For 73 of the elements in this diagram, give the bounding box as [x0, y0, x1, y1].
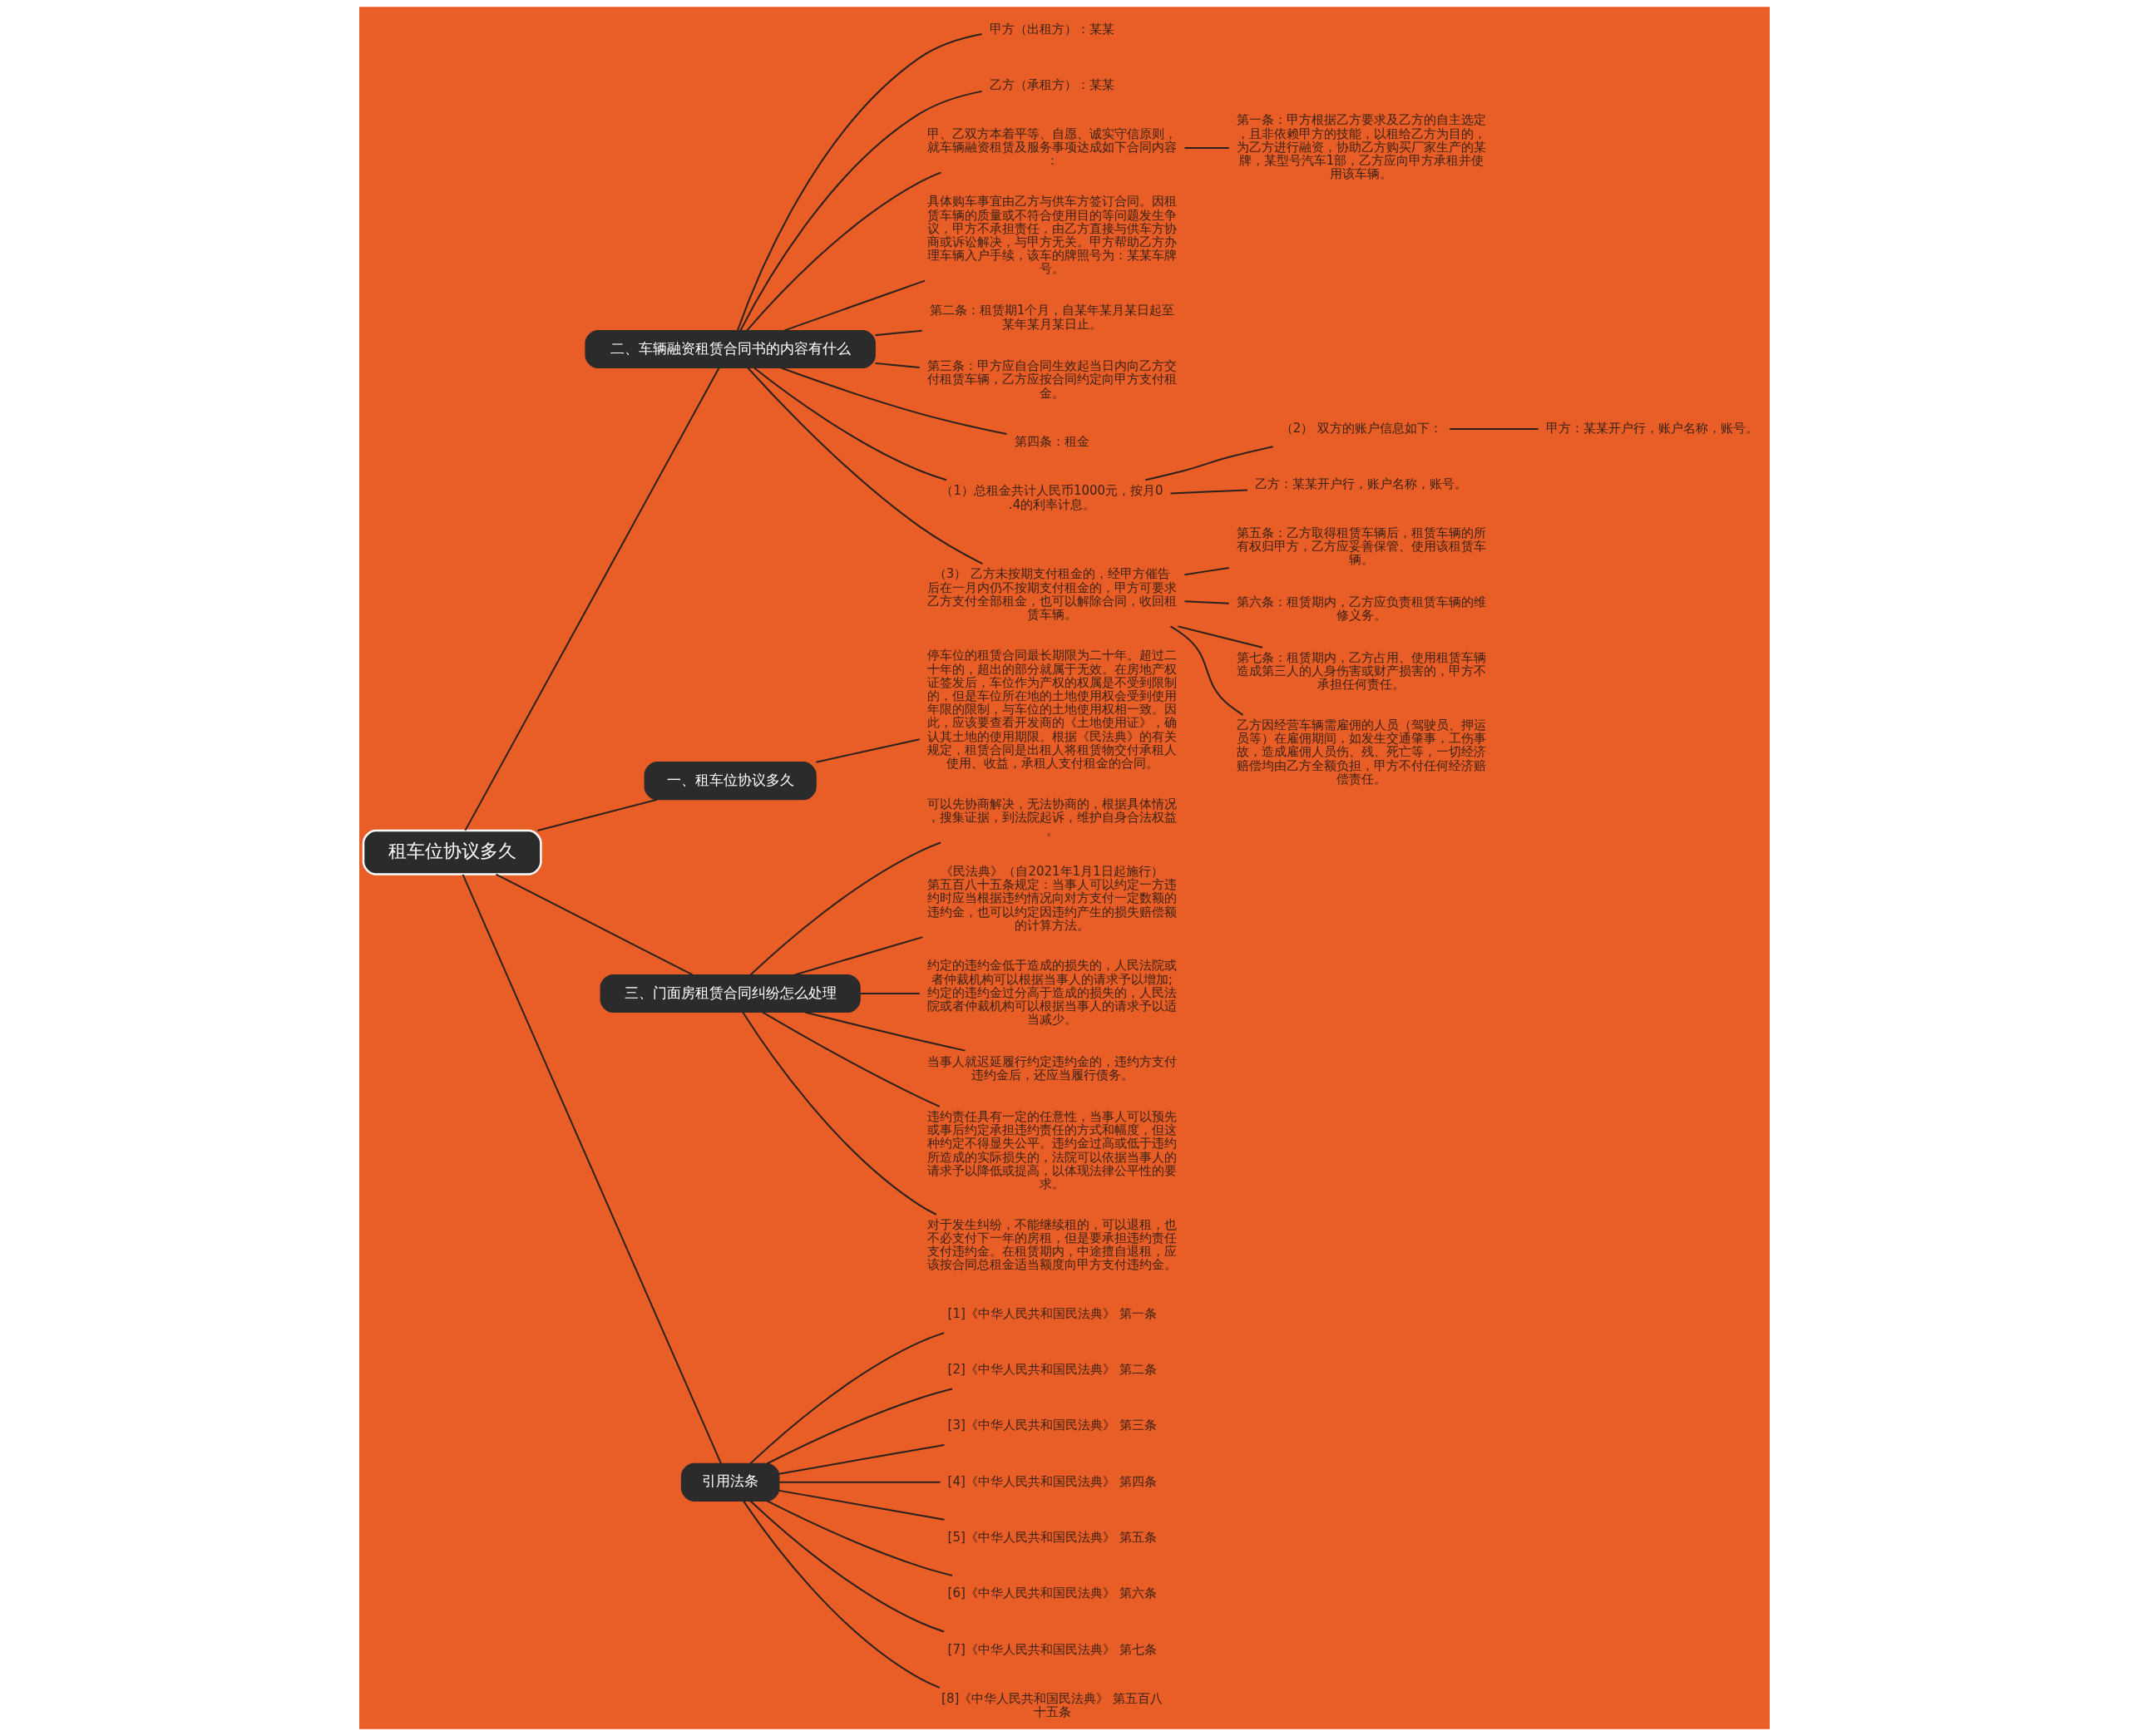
connector — [749, 841, 941, 976]
node-box: 租车位协议多久 — [362, 829, 542, 875]
node-text: 第四条：租金 — [1015, 434, 1090, 450]
connector — [815, 738, 921, 763]
node-text: [2]《中华人民共和国民法典》 第二条 — [947, 1361, 1157, 1377]
connector — [783, 279, 926, 332]
connector — [743, 1500, 941, 1689]
connector — [495, 873, 694, 976]
node-text: 违约责任具有一定的任意性，当事人可以预先或事后约定承担违约责任的方式和幅度，但这种约定不得显失公平。违约金过高或低于违约所造成的实际损失的，法院可以依据当事人的请求予以降低或提高，以体现法律公平性的要求。 — [927, 1109, 1178, 1192]
node-text: 可以先协商解决，无法协商的，根据具体情况，搜集证据，到法院起诉，维护自身合法权益。 — [927, 796, 1178, 839]
connector — [778, 1489, 946, 1521]
connector — [859, 993, 921, 994]
node-text: 具体购车事宜由乙方与供车方签订合同。因租赁车辆的质量或不符合使用目的等问题发生争议，甲方不承担责任，由乙方直接与供车方协商或诉讼解决，与甲方无关。甲方帮助乙方办理车辆入户手续，该车的牌照号为：某某车牌号。 — [927, 194, 1178, 277]
connector — [747, 367, 984, 565]
node-text: 第三条：甲方应自合同生效起当日内向乙方交付租赁车辆，乙方应按合同约定向甲方支付租金。 — [927, 358, 1178, 401]
connector — [780, 367, 1008, 436]
connector — [749, 1332, 946, 1465]
connector — [749, 1500, 946, 1633]
connector — [1183, 146, 1230, 149]
node-text: （3） 乙方未按期支付租金的，经甲方催告后在一月内仍不按期支付租金的，甲方可要求乙方支付全部租金，也可以解除合同，收回租赁车辆。 — [927, 566, 1178, 622]
connector — [1177, 625, 1263, 649]
node-text: 当事人就迟延履行约定违约金的，违约方支付违约金后，还应当履行债务。 — [927, 1053, 1178, 1083]
node-text: 第五条：乙方取得租赁车辆后，租赁车辆的所有权归甲方，乙方应妥善保管、使用该租赁车辆。 — [1236, 525, 1486, 568]
connector — [746, 171, 942, 332]
connector — [1183, 566, 1230, 576]
node-text: 停车位的租赁合同最长期限为二十年。超过二十年的，超出的部分就属于无效。在房地产权证签发后，车位作为产权的权属是不受到限制的，但是车位所在地的土地使用权会受到使用年限的限制，与车位的土地使用权相一致。因此，应该要查看开发商的《土地使用证》，确认其土地的使用期限。根据《民法典》的有关规定，租赁合同是出租人将租赁物交付承租人使用、收益，承租人支付租金的合同。 — [927, 648, 1178, 772]
node-text: 第一条：甲方根据乙方要求及乙方的自主选定，且非依赖甲方的技能，以租给乙方为目的，为乙方进行融资，协助乙方购买厂家生产的某牌，某型号汽车1部，乙方应向甲方承租并使用该车辆。 — [1236, 112, 1486, 182]
connector — [1449, 428, 1539, 431]
connector — [462, 873, 723, 1465]
node-text: [6]《中华人民共和国民法典》 第六条 — [947, 1586, 1157, 1601]
connector — [737, 33, 983, 332]
node-text: 乙方：某某开户行，账户名称，账号。 — [1255, 476, 1468, 492]
connector — [1144, 446, 1274, 481]
node-text: （1）总租金共计人民币1000元，按月0.4的利率计息。 — [941, 483, 1163, 512]
connector — [778, 1481, 941, 1483]
node-text: 乙方因经营车辆需雇佣的人员（驾驶员、押运员等）在雇佣期间，如发生交通肇事，工伤事故，造成雇佣人员伤、残、死亡等，一切经济赔偿均由乙方全额负担，甲方不付任何经济赔偿责任。 — [1236, 717, 1486, 787]
connector — [1169, 625, 1244, 716]
node-text: 《民法典》（自2021年1月1日起施行）第五百八十五条规定：当事人可以约定一方违约时应当根据违约情况向对方支付一定数额的违约金，也可以约定因违约产生的损失赔偿额的计算方法。 — [927, 863, 1178, 933]
node-text: [8]《中华人民共和国民法典》 第五百八十五条 — [941, 1691, 1163, 1720]
connector — [874, 362, 921, 369]
node-box: 一、租车位协议多久 — [644, 762, 817, 801]
connector — [793, 936, 924, 976]
node-text: 对于发生纠纷，不能继续租的，可以退租，也不必支付下一年的房租，但是要承担违约责任支付违约金。在租赁期内，中途擅自退租，应该按合同总租金适当额度向甲方支付违约金。 — [927, 1216, 1178, 1273]
node-text: [3]《中华人民共和国民法典》 第三条 — [947, 1418, 1157, 1433]
connector — [1169, 489, 1248, 495]
connector — [536, 798, 659, 831]
node-box: 引用法条 — [680, 1462, 780, 1502]
node-box: 三、门面房租赁合同纠纷怎么处理 — [600, 974, 861, 1013]
node-text: [7]《中华人民共和国民法典》 第七条 — [947, 1641, 1157, 1657]
node-text: 甲、乙双方本着平等、自愿、诚实守信原则，就车辆融资租赁及服务事项达成如下合同内容： — [927, 126, 1178, 168]
connector — [762, 1011, 941, 1107]
node-text: 甲方：某某开户行，账户名称，账号。 — [1545, 420, 1758, 436]
connector — [778, 1443, 946, 1475]
node-text: 约定的违约金低于造成的损失的，人民法院或者仲裁机构可以根据当事人的请求予以增加;约定的违约金过分高于造成的损失的，人民法院或者仲裁机构可以根据当事人的请求予以适当减少。 — [927, 958, 1178, 1028]
node-text: 第六条：租赁期内，乙方应负责租赁车辆的维修义务。 — [1236, 594, 1486, 624]
node-text: 第七条：租赁期内，乙方占用、使用租赁车辆造成第三人的人身伤害或财产损害的，甲方不承担任何责任。 — [1236, 649, 1486, 693]
node-text: 第二条：租赁期1个月，自某年某月某日起至某年某月某日止。 — [929, 303, 1175, 332]
connector — [766, 1500, 953, 1577]
connector — [1183, 600, 1230, 604]
node-text: 乙方（承租方）：某某 — [990, 76, 1115, 92]
connector — [766, 1388, 953, 1465]
connector — [874, 329, 923, 337]
node-text: 甲方（出租方）：某某 — [990, 21, 1115, 37]
connector — [464, 367, 720, 831]
connector — [804, 1011, 966, 1052]
connector — [742, 1011, 937, 1216]
connector — [753, 367, 947, 481]
node-text: [4]《中华人民共和国民法典》 第四条 — [947, 1473, 1157, 1489]
connector — [739, 90, 983, 332]
node-text: [5]《中华人民共和国民法典》 第五条 — [947, 1530, 1157, 1546]
node-text: [1]《中华人民共和国民法典》 第一条 — [947, 1305, 1157, 1321]
node-box: 二、车辆融资租赁合同书的内容有什么 — [585, 329, 876, 369]
node-text: （2） 双方的账户信息如下： — [1280, 420, 1443, 436]
